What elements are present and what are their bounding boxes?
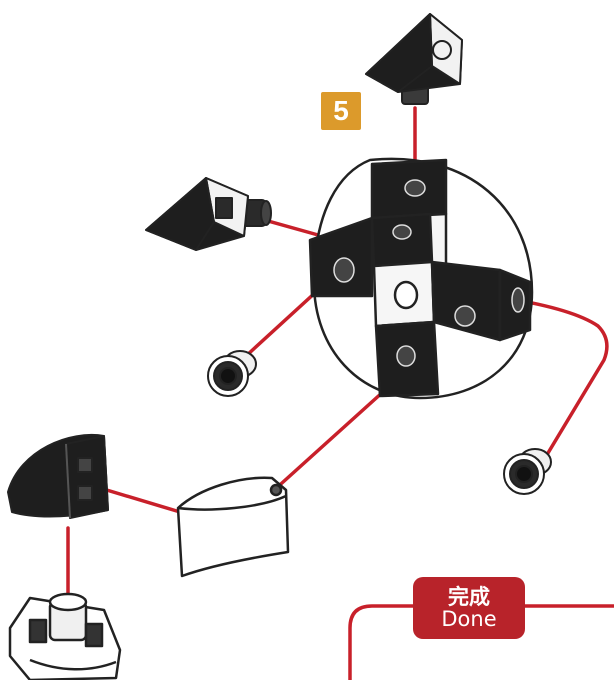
step-number-badge: 5 bbox=[321, 92, 361, 130]
done-label-english: Done bbox=[441, 607, 497, 631]
done-frame bbox=[348, 604, 614, 682]
hub-square-left bbox=[308, 216, 374, 298]
connector-dark-wedge bbox=[98, 486, 182, 514]
round-hub bbox=[308, 157, 534, 400]
wedge-piece-top bbox=[365, 13, 463, 105]
curved-wedge-light bbox=[176, 476, 290, 578]
curved-wedge-dark bbox=[7, 434, 109, 519]
peg-left bbox=[207, 350, 257, 397]
peg-right bbox=[503, 448, 552, 495]
done-badge: 完成 Done bbox=[413, 577, 525, 639]
base-piece bbox=[8, 592, 122, 682]
wedge-piece-left bbox=[145, 177, 272, 251]
done-label-chinese: 完成 bbox=[448, 584, 490, 609]
hub-square-center bbox=[370, 212, 434, 268]
